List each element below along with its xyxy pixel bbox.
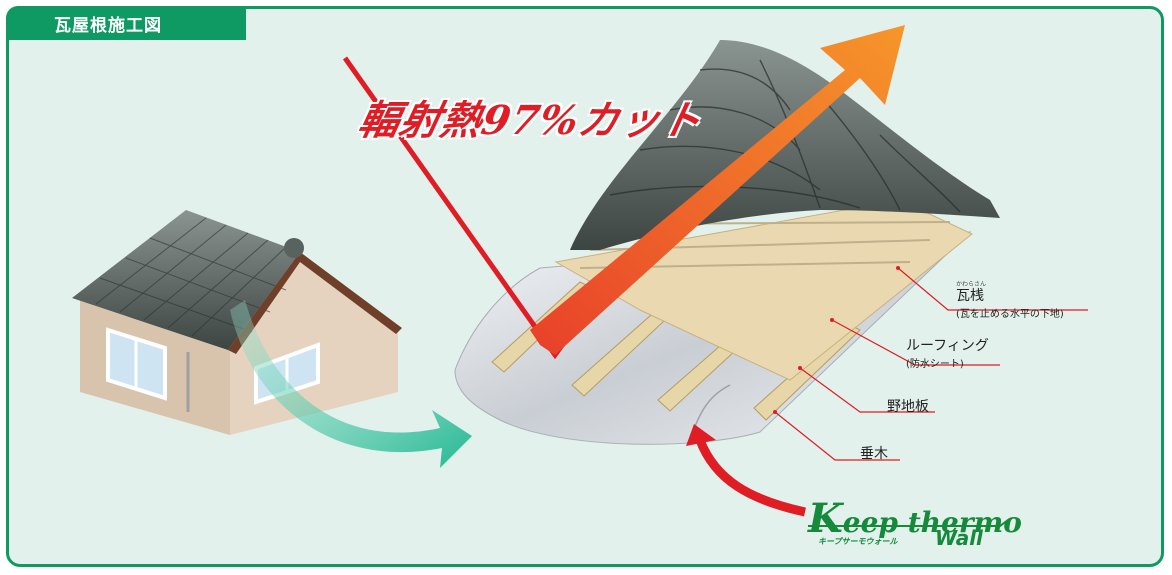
title-tab: 瓦屋根施工図: [6, 6, 246, 40]
reflected-heat-arrow: [530, 25, 905, 355]
product-arrow: [695, 438, 806, 517]
logo-underline: [808, 519, 1009, 527]
logo-wall: Wall: [935, 526, 983, 550]
leader-lines: [774, 267, 1088, 461]
kawarasan-ruby: かわらさん: [956, 281, 987, 288]
label-nojiita: 野地板: [887, 399, 929, 415]
house-fascia: [228, 252, 402, 354]
headline-radiant-heat: 輻射熱97%カット: [354, 97, 707, 144]
label-kawarasan: 瓦桟 (瓦を止める水平の下地): [956, 288, 1064, 320]
label-taruki: 垂木: [860, 446, 888, 462]
label-roofing: ルーフィング (防水シート): [906, 338, 989, 370]
keep-thermo-logo: Keep thermo: [808, 495, 1022, 542]
logo-kana: キープサーモウォール: [818, 537, 898, 546]
teal-arrow: [230, 300, 472, 468]
roof-ridge-ornament: [284, 238, 304, 258]
